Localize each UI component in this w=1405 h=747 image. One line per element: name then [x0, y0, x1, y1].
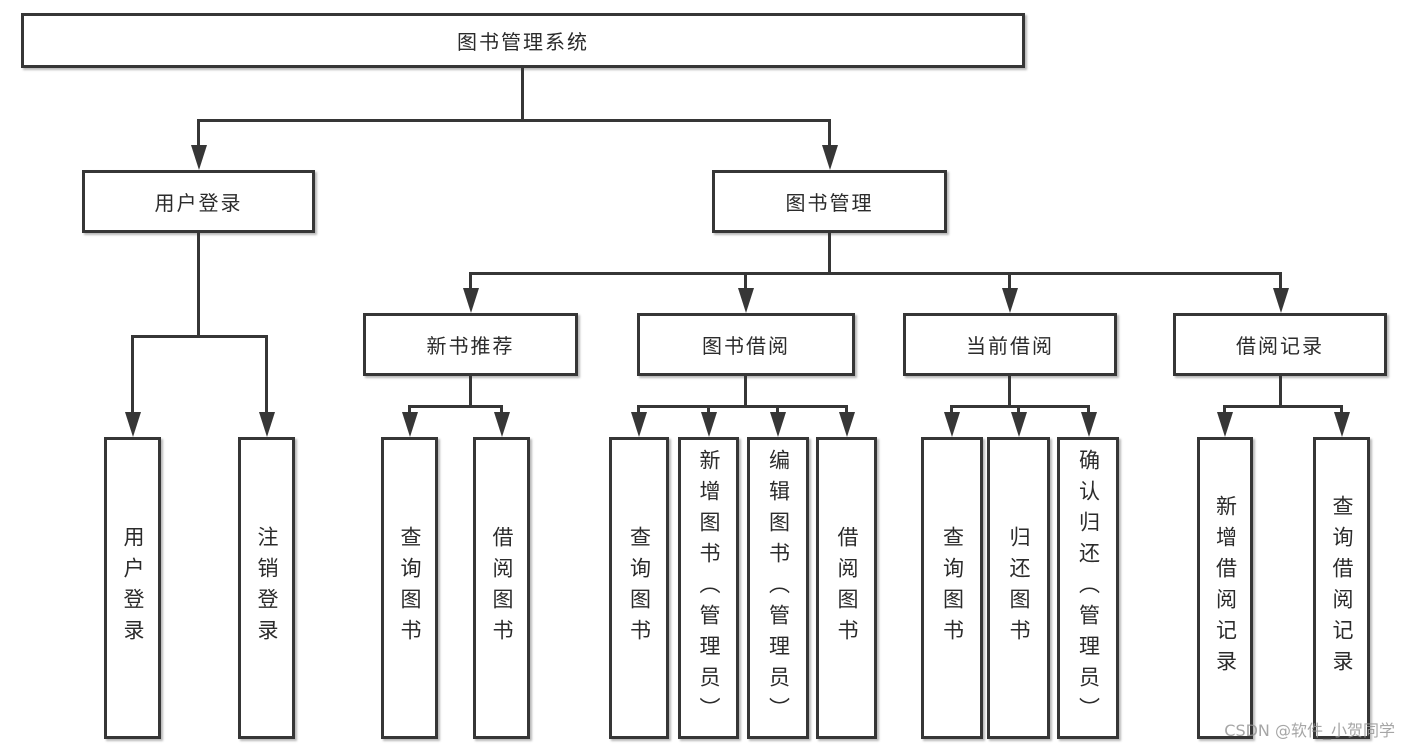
arrow-down-icon [631, 412, 647, 437]
connector-line [637, 405, 640, 415]
node-new-book-recommend: 新书推荐 [363, 313, 578, 376]
connector-line [1008, 376, 1011, 405]
leaf-node-query-books-borrowing-label: 查询图书 [627, 526, 652, 650]
node-book-management: 图书管理 [712, 170, 947, 233]
arrow-down-icon [494, 412, 510, 437]
connector-line [1279, 376, 1282, 405]
leaf-node-query-borrow-record: 查询借阅记录 [1313, 437, 1370, 739]
arrow-down-icon [701, 412, 717, 437]
arrow-down-icon [1334, 412, 1350, 437]
connector-line [197, 119, 200, 148]
connector-line [131, 335, 134, 415]
leaf-node-query-books-current: 查询图书 [921, 437, 983, 739]
leaf-node-edit-books-admin-label: 编辑图书（管理员） [766, 448, 791, 728]
leaf-node-confirm-return-admin: 确认归还（管理员） [1057, 437, 1119, 739]
connector-line [408, 405, 503, 408]
connector-line [469, 376, 472, 405]
node-user-login-group-label: 用户登录 [154, 191, 243, 215]
connector-line [828, 233, 831, 272]
connector-line [637, 405, 848, 408]
arrow-down-icon [770, 412, 786, 437]
node-root: 图书管理系统 [21, 13, 1025, 68]
connector-line [1223, 405, 1226, 415]
connector-line [1340, 405, 1343, 415]
arrow-down-icon [1273, 288, 1289, 313]
leaf-node-borrow-books-recommend-label: 借阅图书 [490, 526, 514, 650]
connector-line [500, 405, 503, 415]
leaf-node-return-books: 归还图书 [987, 437, 1050, 739]
arrow-down-icon [125, 412, 141, 437]
connector-line [131, 335, 268, 338]
connector-line [1008, 272, 1011, 291]
leaf-node-logout: 注销登录 [238, 437, 295, 739]
connector-line [1279, 272, 1282, 291]
connector-line [1017, 405, 1020, 415]
leaf-node-borrow-books-recommend: 借阅图书 [473, 437, 530, 739]
arrow-down-icon [1002, 288, 1018, 313]
arrow-down-icon [944, 412, 960, 437]
leaf-node-query-borrow-record-label: 查询借阅记录 [1330, 495, 1354, 681]
node-book-management-label: 图书管理 [785, 191, 874, 215]
connector-line [265, 335, 268, 415]
connector-line [845, 405, 848, 415]
leaf-node-borrow-books: 借阅图书 [816, 437, 877, 739]
leaf-node-query-books-recommend-label: 查询图书 [398, 526, 422, 650]
node-current-borrowing: 当前借阅 [903, 313, 1117, 376]
node-borrowing-records-label: 借阅记录 [1236, 334, 1324, 358]
node-current-borrowing-label: 当前借阅 [966, 334, 1054, 358]
connector-line [469, 272, 472, 291]
connector-line [950, 405, 1090, 408]
node-book-borrowing-label: 图书借阅 [702, 334, 790, 358]
leaf-node-borrow-books-label: 借阅图书 [835, 526, 859, 650]
connector-line [776, 405, 779, 415]
arrow-down-icon [1081, 412, 1097, 437]
connector-line [707, 405, 710, 415]
arrow-down-icon [259, 412, 275, 437]
leaf-node-user-login-label: 用户登录 [121, 526, 145, 650]
arrow-down-icon [402, 412, 418, 437]
arrow-down-icon [822, 145, 838, 170]
arrow-down-icon [738, 288, 754, 313]
connector-line [744, 272, 747, 291]
leaf-node-query-books-borrowing: 查询图书 [609, 437, 669, 739]
arrow-down-icon [839, 412, 855, 437]
connector-line [469, 272, 1282, 275]
leaf-node-query-books-recommend: 查询图书 [381, 437, 438, 739]
node-root-label: 图书管理系统 [457, 30, 589, 54]
leaf-node-logout-label: 注销登录 [255, 526, 279, 650]
leaf-node-return-books-label: 归还图书 [1007, 526, 1031, 650]
connector-line [197, 233, 200, 335]
csdn-watermark: CSDN @软件_小贺同学 [1224, 721, 1395, 740]
leaf-node-query-books-current-label: 查询图书 [940, 526, 965, 650]
leaf-node-add-books-admin: 新增图书（管理员） [678, 437, 739, 739]
leaf-node-add-borrow-record-label: 新增借阅记录 [1213, 495, 1238, 681]
arrow-down-icon [191, 145, 207, 170]
connector-line [744, 376, 747, 405]
connector-line [1087, 405, 1090, 415]
leaf-node-confirm-return-admin-label: 确认归还（管理员） [1076, 448, 1101, 728]
arrow-down-icon [463, 288, 479, 313]
node-borrowing-records: 借阅记录 [1173, 313, 1387, 376]
connector-line [1223, 405, 1343, 408]
node-user-login-group: 用户登录 [82, 170, 315, 233]
leaf-node-add-borrow-record: 新增借阅记录 [1197, 437, 1253, 739]
node-new-book-recommend-label: 新书推荐 [426, 334, 515, 358]
arrow-down-icon [1011, 412, 1027, 437]
connector-line [408, 405, 411, 415]
leaf-node-edit-books-admin: 编辑图书（管理员） [747, 437, 809, 739]
connector-line [950, 405, 953, 415]
connector-line [828, 119, 831, 148]
leaf-node-add-books-admin-label: 新增图书（管理员） [697, 448, 721, 728]
node-book-borrowing: 图书借阅 [637, 313, 855, 376]
connector-line [197, 119, 831, 122]
arrow-down-icon [1217, 412, 1233, 437]
leaf-node-user-login: 用户登录 [104, 437, 161, 739]
connector-line [521, 68, 524, 119]
